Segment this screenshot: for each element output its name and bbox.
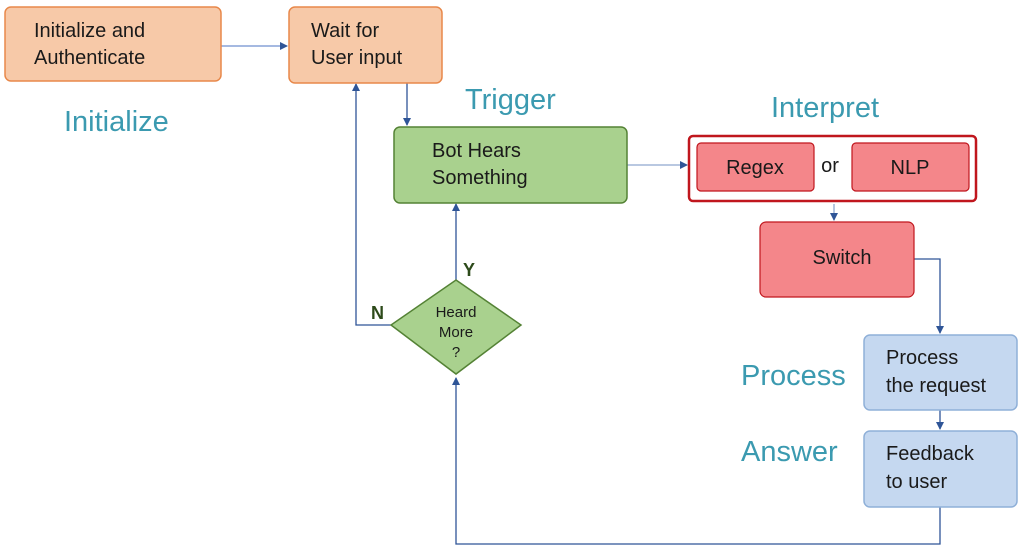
stage-initialize: Initialize xyxy=(64,106,169,138)
regex-node: Regex xyxy=(696,142,815,192)
feedback-node: Feedback to user xyxy=(863,430,1018,508)
branch-no-label: N xyxy=(371,303,384,323)
switch-node: Switch xyxy=(759,221,915,298)
wait-input-line2: User input xyxy=(311,47,403,69)
connector-decision-no xyxy=(352,83,391,326)
heard-more-line2: More xyxy=(439,324,473,341)
connector-switch-to-process xyxy=(914,258,944,334)
branch-yes-label: Y xyxy=(463,260,475,280)
nlp-label: NLP xyxy=(891,157,930,179)
init-authenticate-node: Initialize and Authenticate xyxy=(4,6,222,82)
regex-label: Regex xyxy=(726,157,784,179)
connectors xyxy=(221,42,944,545)
feedback-line2: to user xyxy=(886,471,947,493)
heard-more-decision: Heard More ? xyxy=(389,279,523,375)
feedback-line1: Feedback xyxy=(886,443,975,465)
or-label: or xyxy=(821,155,839,177)
stage-interpret: Interpret xyxy=(771,92,879,124)
heard-more-line3: ? xyxy=(452,344,460,361)
process-line1: Process xyxy=(886,347,958,369)
bot-hears-line1: Bot Hears xyxy=(432,140,521,162)
wait-input-node: Wait for User input xyxy=(288,6,443,84)
switch-label: Switch xyxy=(813,247,872,269)
stage-answer: Answer xyxy=(741,436,838,468)
heard-more-line1: Heard xyxy=(436,304,477,321)
wait-input-line1: Wait for xyxy=(311,20,379,42)
init-authenticate-line2: Authenticate xyxy=(34,47,145,69)
bot-hears-line2: Something xyxy=(432,167,528,189)
connector-feedback-to-decision xyxy=(452,377,941,545)
process-node: Process the request xyxy=(863,334,1018,411)
stage-process: Process xyxy=(741,360,846,392)
init-authenticate-line1: Initialize and xyxy=(34,20,145,42)
bot-hears-node: Bot Hears Something xyxy=(393,126,628,204)
interpret-group: Regex or NLP xyxy=(687,134,978,203)
process-line2: the request xyxy=(886,375,987,397)
nlp-node: NLP xyxy=(851,142,970,192)
stage-trigger: Trigger xyxy=(465,84,556,116)
